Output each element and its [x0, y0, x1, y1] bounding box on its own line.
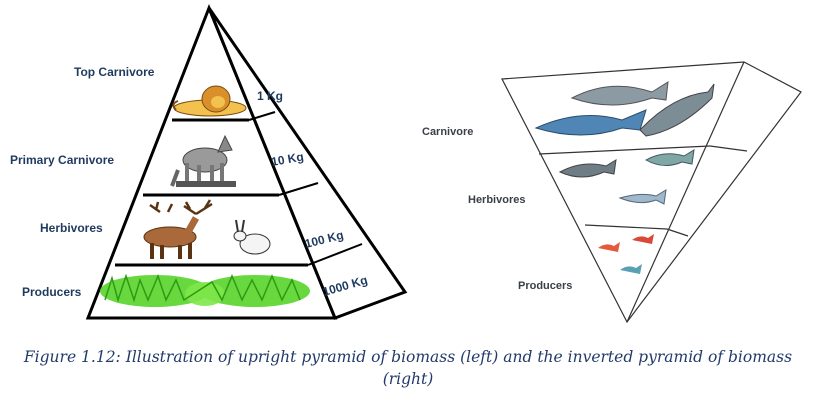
inverted-label-producers: Producers — [518, 280, 572, 292]
large-fish-icon — [534, 81, 715, 137]
inverted-biomass-pyramid: Carnivore Herbivores Producers — [422, 61, 802, 324]
upright-label-herbivores: Herbivores — [40, 221, 103, 235]
upright-biomass-pyramid: Top Carnivore Primary Carnivore Herbivor… — [10, 3, 408, 320]
upright-label-top-carnivore: Top Carnivore — [74, 65, 155, 79]
upright-label-producers: Producers — [22, 285, 82, 299]
lion-icon — [172, 85, 247, 117]
wolf-icon — [170, 134, 236, 187]
grass-icon — [100, 273, 310, 307]
small-fish-icon — [558, 149, 695, 205]
phytoplankton-icon — [598, 234, 654, 274]
inverted-label-herbivores: Herbivores — [468, 194, 525, 206]
figure-caption: Figure 1.12: Illustration of upright pyr… — [23, 348, 793, 388]
mass-value-top: 1 Kg — [257, 89, 283, 103]
biomass-pyramids-figure: Top Carnivore Primary Carnivore Herbivor… — [10, 3, 802, 324]
upright-label-primary-carnivore: Primary Carnivore — [10, 153, 114, 167]
inverted-label-carnivore: Carnivore — [422, 126, 473, 138]
mass-value-primary: 10 Kg — [270, 149, 305, 168]
deer-and-rabbit-icon — [143, 199, 271, 259]
